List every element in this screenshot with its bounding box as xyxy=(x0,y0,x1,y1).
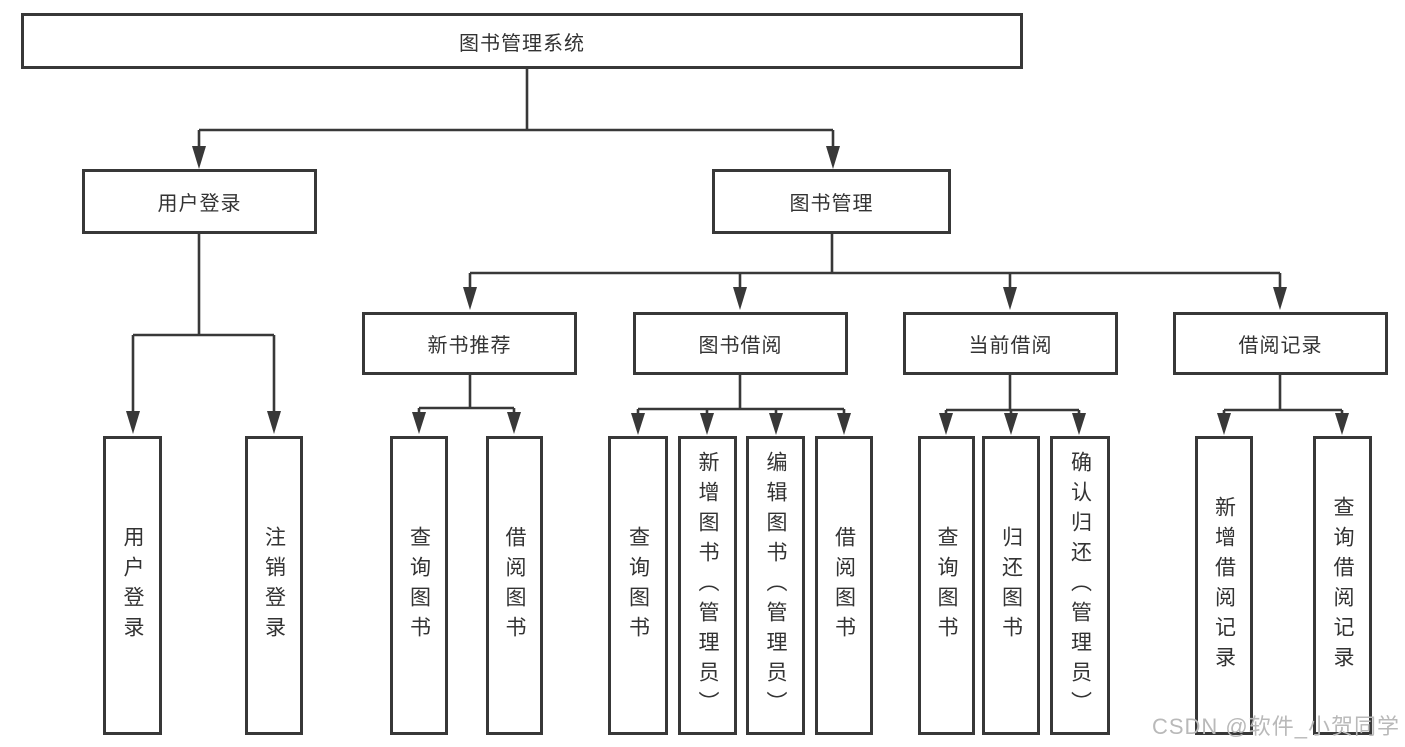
node-user-login-label: 用户登录 xyxy=(157,193,242,215)
leaf-user-login-label: 用户登录 xyxy=(121,525,144,646)
leaf-edit-book-admin: 编辑图书（管理员） xyxy=(746,436,805,735)
leaf-add-borrow-record: 新增借阅记录 xyxy=(1195,436,1253,735)
leaf-query-book-borrowing-label: 查询图书 xyxy=(626,525,650,646)
leaf-add-book-admin: 新增图书（管理员） xyxy=(678,436,737,735)
node-current-borrowing: 当前借阅 xyxy=(903,312,1118,375)
node-user-login: 用户登录 xyxy=(82,169,317,234)
leaf-query-book-current-label: 查询图书 xyxy=(935,525,958,646)
leaf-borrow-book-recommend: 借阅图书 xyxy=(486,436,543,735)
leaf-return-book: 归还图书 xyxy=(982,436,1040,735)
node-new-book-recommend: 新书推荐 xyxy=(362,312,577,375)
node-book-management: 图书管理 xyxy=(712,169,951,234)
node-book-management-label: 图书管理 xyxy=(789,193,874,215)
node-new-book-recommend-label: 新书推荐 xyxy=(427,335,512,357)
leaf-user-login: 用户登录 xyxy=(103,436,162,735)
leaf-query-borrow-record: 查询借阅记录 xyxy=(1313,436,1372,735)
leaf-confirm-return-admin-label: 确认归还（管理员） xyxy=(1068,450,1092,721)
node-root-label: 图书管理系统 xyxy=(459,32,585,55)
leaf-add-book-admin-label: 新增图书（管理员） xyxy=(696,450,719,721)
leaf-query-book-current: 查询图书 xyxy=(918,436,975,735)
leaf-return-book-label: 归还图书 xyxy=(999,525,1023,646)
leaf-borrow-book-label: 借阅图书 xyxy=(832,525,856,646)
leaf-logout-label: 注销登录 xyxy=(262,525,286,646)
leaf-query-borrow-record-label: 查询借阅记录 xyxy=(1331,495,1354,676)
node-current-borrowing-label: 当前借阅 xyxy=(968,335,1053,357)
leaf-logout: 注销登录 xyxy=(245,436,303,735)
leaf-borrow-book: 借阅图书 xyxy=(815,436,873,735)
leaf-query-book-borrowing: 查询图书 xyxy=(608,436,668,735)
node-book-borrowing: 图书借阅 xyxy=(633,312,848,375)
node-borrow-records-label: 借阅记录 xyxy=(1238,335,1323,357)
leaf-add-borrow-record-label: 新增借阅记录 xyxy=(1212,495,1236,676)
node-root: 图书管理系统 xyxy=(21,13,1023,69)
leaf-borrow-book-recommend-label: 借阅图书 xyxy=(503,525,526,646)
leaf-query-book-recommend: 查询图书 xyxy=(390,436,448,735)
node-borrow-records: 借阅记录 xyxy=(1173,312,1388,375)
leaf-confirm-return-admin: 确认归还（管理员） xyxy=(1050,436,1110,735)
leaf-query-book-recommend-label: 查询图书 xyxy=(407,525,431,646)
node-book-borrowing-label: 图书借阅 xyxy=(698,335,783,357)
watermark: CSDN @软件_小贺同学 xyxy=(1151,714,1400,739)
leaf-edit-book-admin-label: 编辑图书（管理员） xyxy=(764,450,787,721)
